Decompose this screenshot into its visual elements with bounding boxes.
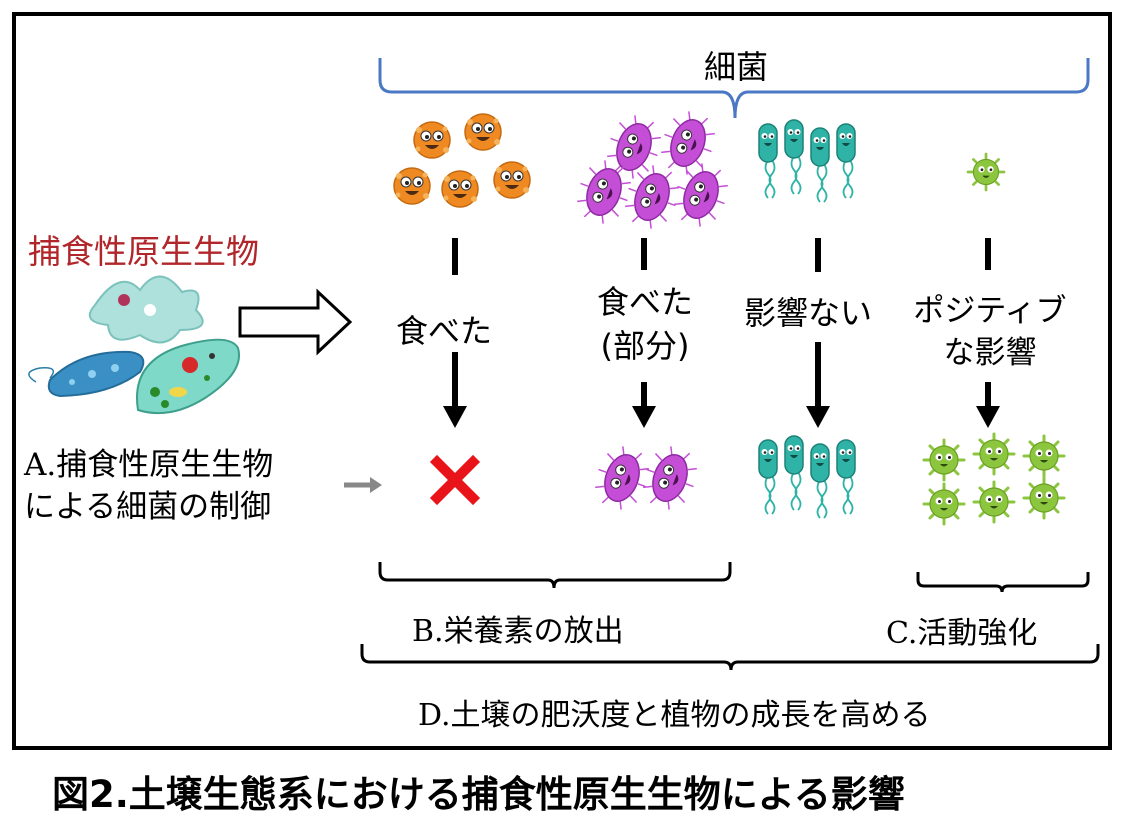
col3-effect: 影響ない (744, 294, 873, 332)
label-b: B.栄養素の放出 (412, 614, 624, 649)
label-a-line1: A.捕食性原生生物 (24, 447, 274, 483)
purple-bacteria-group (569, 105, 736, 235)
col2-effect-line1: 食べた (596, 283, 693, 321)
gray-arrow (344, 477, 382, 493)
label-d: D.土壌の肥沃度と植物の成長を高める (418, 698, 931, 733)
bracket-b (378, 562, 732, 589)
bracket-c (916, 572, 1090, 593)
orange-bacteria-group (393, 113, 531, 208)
bracket-d (360, 644, 1100, 671)
green-bacterium-single (966, 152, 1006, 192)
column-arrows (443, 238, 1000, 428)
hollow-arrow (238, 288, 353, 356)
label-a: A.捕食性原生生物 による細菌の制御 (24, 444, 273, 528)
purple-bacteria-result (587, 440, 705, 516)
amoeba-illustration (88, 275, 204, 344)
euglena-illustration (28, 350, 145, 398)
col4-effect-line2: な影響 (943, 335, 1037, 371)
figure-caption: 図2.土壌生態系における捕食性原生生物による影響 (52, 773, 905, 816)
red-x-icon (429, 454, 481, 506)
col4-effect-line1: ポジティブ (913, 293, 1067, 329)
col4-effect: ポジティブ な影響 (904, 290, 1076, 374)
teal-bacteria-result (758, 435, 856, 519)
predator-title: 捕食性原生生物 (28, 232, 259, 271)
bacteria-label: 細菌 (704, 48, 769, 86)
col1-effect: 食べた (396, 312, 493, 350)
col2-effect-line2: (部分) (600, 327, 690, 365)
paramecium-illustration (136, 338, 240, 415)
teal-bacteria-group (758, 119, 856, 203)
label-c: C.活動強化 (886, 616, 1038, 651)
green-bacteria-result (922, 432, 1066, 526)
bacteria-brace (378, 58, 1090, 119)
label-a-line2: による細菌の制御 (24, 489, 272, 525)
diagram-frame (12, 12, 1112, 750)
col2-effect: 食べた (部分) (578, 280, 712, 368)
